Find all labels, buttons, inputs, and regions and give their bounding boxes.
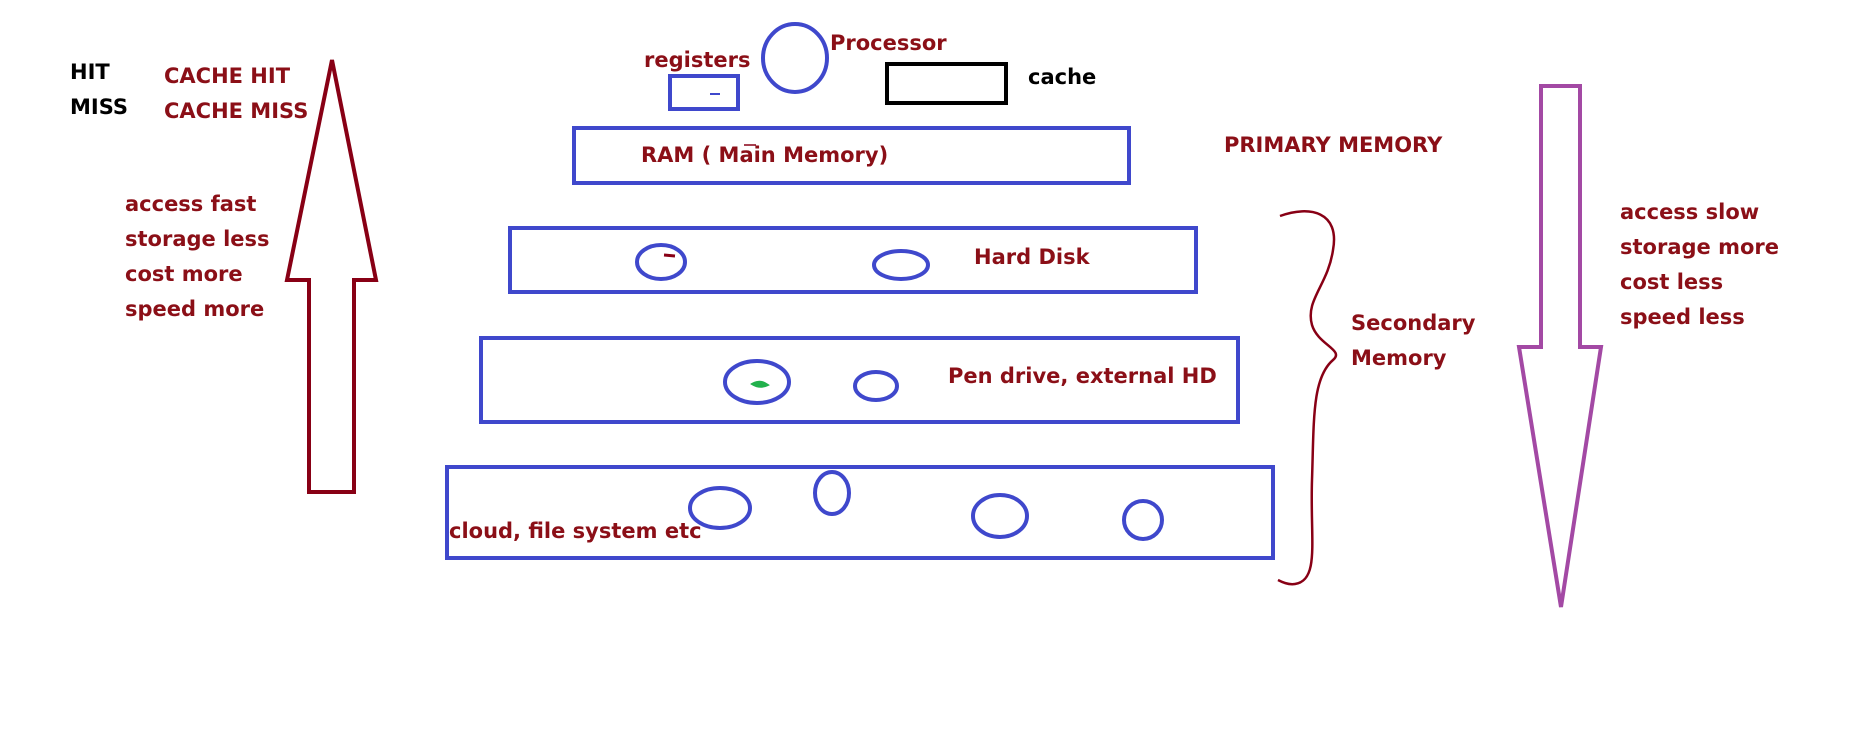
hard-disk-platter-2 [872,249,930,281]
cloud-box [445,465,1275,560]
cache-box [885,62,1008,105]
cloud-label: cloud, file system etc [449,519,702,543]
registers-label: registers [644,48,751,72]
cloud-disk-4 [1122,499,1164,541]
hard-disk-red-mark [663,253,676,258]
pen-drive-disk-2 [853,370,899,402]
cache-label: cache [1028,65,1097,89]
secondary-memory-brace [1277,210,1338,586]
ram-box [572,126,1131,185]
cache-hit-label: CACHE HIT [164,64,291,88]
left-note-2: storage less [125,227,270,251]
left-note-4: speed more [125,297,265,321]
up-arrow-icon [284,59,379,494]
right-note-4: speed less [1620,305,1745,329]
pen-drive-disk-1 [723,359,791,405]
hard-disk-platter-1 [635,243,687,281]
primary-memory-label: PRIMARY MEMORY [1224,133,1443,157]
ram-label: RAM ( Main Memory) [641,143,889,167]
pen-drive-label: Pen drive, external HD [948,364,1217,388]
right-note-3: cost less [1620,270,1724,294]
processor-circle [761,22,829,94]
pen-drive-box [479,336,1240,424]
hard-disk-box [508,226,1198,294]
hit-label: HIT [70,60,110,84]
hard-disk-label: Hard Disk [974,245,1090,269]
pen-drive-green-mark [750,380,770,388]
secondary-memory-label-2: Memory [1351,346,1447,370]
down-arrow-icon [1516,84,1604,608]
secondary-memory-label-1: Secondary [1351,311,1476,335]
cloud-disk-1 [688,486,752,530]
registers-box [668,74,740,111]
left-note-1: access fast [125,192,257,216]
cloud-disk-3 [971,493,1029,539]
right-note-1: access slow [1620,200,1760,224]
cache-miss-label: CACHE MISS [164,99,309,123]
left-note-3: cost more [125,262,243,286]
right-note-2: storage more [1620,235,1779,259]
processor-label: Processor [830,31,947,55]
cloud-disk-2 [813,470,851,516]
miss-label: MISS [70,95,129,119]
